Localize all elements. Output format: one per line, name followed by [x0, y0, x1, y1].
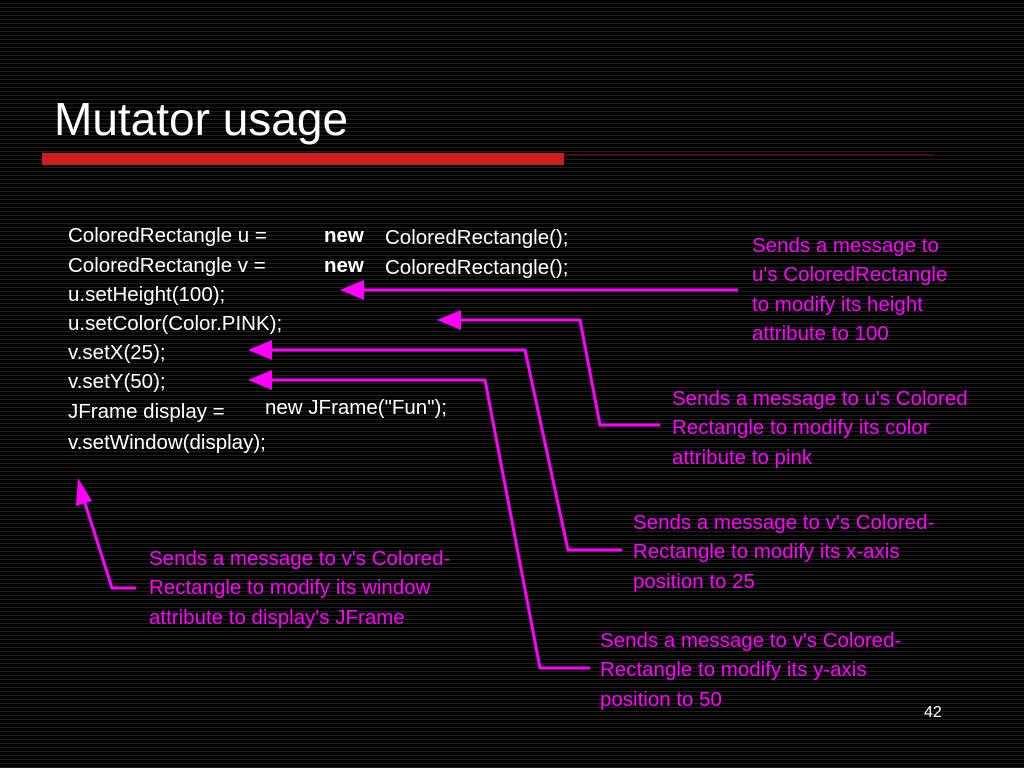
arrow-x: [270, 348, 622, 552]
callout-line: Sends a message to: [752, 234, 939, 257]
callout-line: attribute to 100: [752, 321, 889, 345]
callout-line: Rectangle to modify its window: [149, 576, 431, 600]
arrowhead-y: [248, 370, 272, 390]
callout-set-window: Sends a message to v's Colored- Rectangl…: [149, 544, 450, 632]
callout-line: position to 25: [633, 569, 755, 593]
callout-line: attribute to display's JFrame: [149, 605, 405, 629]
code-line-4: u.setColor(Color.PINK);: [68, 312, 283, 335]
page-number: 42: [924, 704, 942, 721]
callout-set-x: Sends a message to v's Colored- Rectangl…: [633, 508, 934, 596]
code-line-6: v.setY(50);: [68, 370, 166, 393]
arrowhead-height: [340, 280, 364, 300]
arrow-window: [82, 499, 136, 590]
code-line-7-declaration: JFrame display =: [68, 400, 225, 423]
title-underline-rule: [564, 154, 934, 155]
callout-set-color: Sends a message to u's Colored Rectangle…: [672, 384, 968, 472]
arrowhead-x: [248, 340, 272, 360]
title-underline-accent: [42, 153, 564, 165]
arrowhead-window: [76, 478, 92, 506]
callout-line: Rectangle to modify its color: [672, 416, 930, 440]
callout-line: Sends a message to v's Colored-: [600, 629, 902, 652]
code-line-3: u.setHeight(100);: [68, 283, 226, 306]
arrow-y: [270, 378, 590, 670]
callout-line: attribute to pink: [672, 445, 813, 469]
code-line-5: v.setX(25);: [68, 341, 166, 364]
code-line-1-declaration: ColoredRectangle u =: [68, 224, 267, 247]
code-line-2-constructor: ColoredRectangle();: [385, 256, 569, 279]
code-line-1-keyword: new: [324, 224, 364, 247]
arrow-color: [460, 318, 660, 427]
code-line-8: v.setWindow(display);: [68, 431, 266, 454]
code-line-2-declaration: ColoredRectangle v =: [68, 254, 266, 277]
slide-title: Mutator usage: [54, 93, 349, 145]
code-line-7-initializer: new JFrame("Fun");: [265, 396, 448, 419]
callout-line: Sends a message to u's Colored: [672, 387, 968, 410]
arrowhead-color: [437, 310, 461, 330]
code-line-1-constructor: ColoredRectangle();: [385, 226, 569, 249]
callout-line: Rectangle to modify its y-axis: [600, 658, 867, 682]
callout-line: u's ColoredRectangle: [752, 263, 948, 287]
code-line-2-keyword: new: [324, 254, 364, 277]
callout-line: position to 50: [600, 687, 722, 711]
callout-set-y: Sends a message to v's Colored- Rectangl…: [600, 626, 901, 714]
callout-line: Sends a message to v's Colored-: [633, 511, 935, 534]
callout-line: Sends a message to v's Colored-: [149, 547, 451, 570]
callout-line: Rectangle to modify its x-axis: [633, 540, 900, 564]
callout-set-height: Sends a message to u's ColoredRectangle …: [752, 231, 947, 348]
callout-line: to modify its height: [752, 292, 923, 316]
